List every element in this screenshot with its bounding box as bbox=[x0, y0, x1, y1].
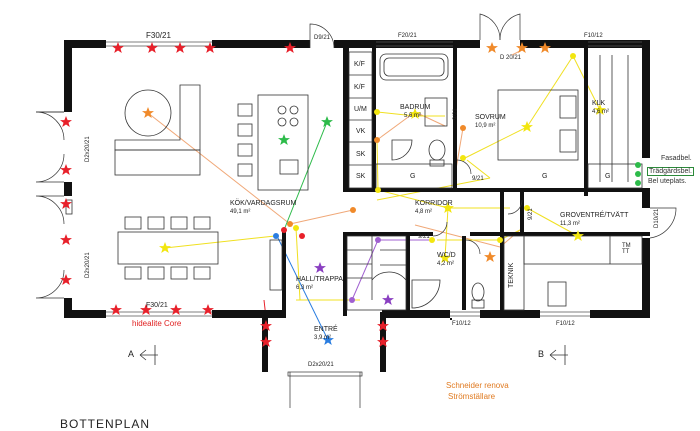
walls bbox=[64, 40, 650, 372]
room-name-kok: KÖK/VARDAGSRUM bbox=[230, 200, 297, 207]
opening-f10-bottom2: F10/12 bbox=[556, 321, 575, 327]
annotation-fasadbel: Fasadbel. bbox=[661, 155, 692, 162]
opening-f30-bottom: F30/21 bbox=[146, 302, 168, 309]
opening-door-wc: 9/21 bbox=[418, 234, 430, 240]
door-swings bbox=[35, 13, 677, 408]
section-mark-a: A bbox=[128, 349, 135, 359]
room-name-entre: ENTRÉ bbox=[314, 326, 338, 333]
storage-g-label: G bbox=[410, 173, 416, 180]
opening-d10: D10/21 bbox=[654, 208, 660, 228]
opening-d2-left-upper: D2x20/21 bbox=[85, 136, 91, 162]
room-name-groventre: GROVENTRÉ/TVÄTT bbox=[560, 212, 629, 219]
opening-d20: D 20/21 bbox=[500, 55, 522, 61]
section-markers bbox=[139, 345, 568, 365]
furniture bbox=[65, 51, 643, 311]
room-name-wc: WC/D bbox=[437, 252, 456, 259]
opening-d9: D9/21 bbox=[314, 35, 331, 41]
room-area-korridor: 4,8 m² bbox=[415, 209, 433, 215]
section-mark-b: B bbox=[538, 349, 545, 359]
closet-label: K/F bbox=[354, 84, 365, 91]
annotation-schneider-1: Schneider renova bbox=[446, 381, 509, 390]
room-area-badrum: 5,6 m² bbox=[404, 113, 422, 119]
room-area-hall: 6,3 m² bbox=[296, 285, 314, 291]
room-area-sovrum: 10,9 m² bbox=[475, 123, 496, 129]
annotation-hidealite: hidealite Core bbox=[132, 319, 182, 328]
opening-f10-top: F10/12 bbox=[584, 33, 603, 39]
room-area-entre: 3,9 m² bbox=[314, 335, 332, 341]
opening-f30-top: F30/21 bbox=[146, 31, 171, 40]
green-stars bbox=[278, 116, 333, 145]
storage-g-label: G bbox=[605, 173, 611, 180]
room-area-groventre: 11,3 m² bbox=[560, 221, 580, 227]
red-stars bbox=[60, 42, 389, 347]
appliance-label: TM TT bbox=[622, 243, 631, 255]
room-name-korridor: KORRIDOR bbox=[415, 200, 453, 207]
opening-door-korr: 9/21 bbox=[472, 176, 484, 182]
room-name-klk: KLK bbox=[592, 100, 606, 107]
yellow-stars bbox=[159, 104, 606, 263]
room-area-kok: 49,1 m² bbox=[230, 209, 251, 215]
opening-f20: F20/21 bbox=[398, 33, 417, 39]
room-name-sovrum: SOVRUM bbox=[475, 114, 506, 121]
windows bbox=[106, 41, 642, 317]
room-area-wc: 4,2 m² bbox=[437, 261, 455, 267]
opening-door-bad: 9/21 bbox=[453, 108, 459, 120]
annotation-schneider-2: Strömställare bbox=[448, 392, 496, 401]
annotation-bel-uteplats: Bel uteplats. bbox=[648, 178, 687, 185]
closet-label: VK bbox=[356, 128, 366, 135]
closet-label: SK bbox=[356, 173, 366, 180]
room-area-klk: 4,6 m² bbox=[592, 109, 610, 115]
opening-d2-entry: D2x20/21 bbox=[308, 362, 334, 368]
footer-title: BOTTENPLAN bbox=[60, 417, 151, 431]
room-name-teknik: TEKNIK bbox=[508, 262, 515, 288]
closet-label: U/M bbox=[354, 106, 367, 113]
closet-label: K/F bbox=[354, 61, 365, 68]
room-name-hall: HALL/TRAPPA bbox=[296, 276, 343, 283]
opening-f10-bottom1: F10/12 bbox=[452, 321, 471, 327]
opening-door-korr2: 9/21 bbox=[528, 208, 534, 220]
opening-d2-left-lower: D2x20/21 bbox=[85, 252, 91, 278]
closet-label: SK bbox=[356, 151, 366, 158]
storage-g-label: G bbox=[542, 173, 548, 180]
annotation-tradgardsbel: Trädgårdsbel. bbox=[647, 167, 694, 176]
room-name-badrum: BADRUM bbox=[400, 104, 431, 111]
switch-dots bbox=[273, 53, 641, 303]
